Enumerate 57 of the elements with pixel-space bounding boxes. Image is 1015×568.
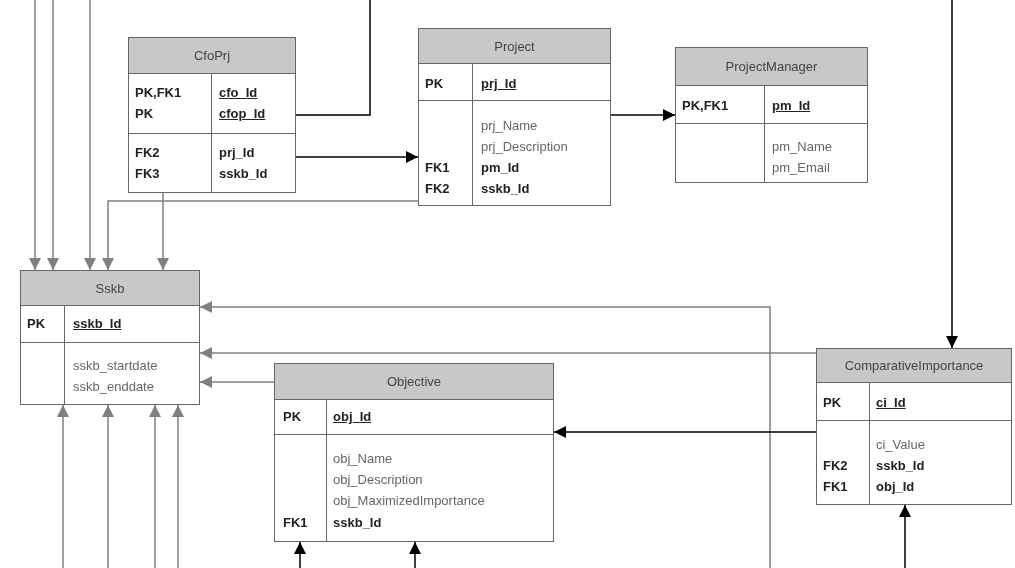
primary-key-field: cfo_Id cfop_Id bbox=[219, 82, 266, 124]
key-text: FK1 FK2 bbox=[425, 159, 450, 198]
key-text: pm_Id sskb_Id bbox=[481, 159, 530, 198]
attribute-fields: ci_Value bbox=[876, 434, 925, 455]
primary-key-field: ci_Id bbox=[876, 392, 906, 413]
arrow bbox=[553, 426, 817, 438]
key-text: PK,FK1 bbox=[682, 97, 729, 115]
primary-key-field: prj_Id bbox=[481, 73, 517, 94]
entity-table bbox=[128, 37, 296, 193]
primary-key-field: sskb_Id bbox=[73, 313, 122, 334]
table-name: Objective bbox=[386, 374, 442, 389]
arrow bbox=[29, 0, 41, 271]
arrow bbox=[610, 109, 676, 121]
arrow bbox=[409, 541, 421, 568]
table-name: CfoPrj bbox=[193, 48, 231, 63]
attribute-fields: obj_Name obj_Description obj_MaximizedImportance bbox=[333, 448, 485, 511]
table-name: Sskb bbox=[95, 280, 125, 296]
key-text: PK bbox=[425, 75, 444, 93]
entity-table bbox=[418, 28, 611, 206]
arrow bbox=[57, 404, 69, 568]
arrow bbox=[47, 0, 59, 271]
entity-table bbox=[274, 363, 554, 542]
arrow bbox=[102, 200, 419, 271]
table-name: ComparativeImportance bbox=[844, 358, 984, 373]
table-name: ProjectManager bbox=[725, 59, 818, 74]
entity-table bbox=[675, 47, 868, 183]
primary-key-field: pm_Id bbox=[772, 95, 811, 116]
key-text: FK2 FK1 bbox=[823, 457, 848, 496]
key-text: PK bbox=[823, 394, 842, 412]
entity-table bbox=[20, 270, 200, 405]
arrow bbox=[295, 151, 419, 163]
arrow bbox=[149, 404, 161, 568]
attribute-fields: sskb_startdate sskb_enddate bbox=[73, 355, 158, 397]
entity-table bbox=[816, 348, 1012, 505]
key-text: sskb_Id bbox=[333, 514, 382, 532]
arrow bbox=[199, 301, 771, 568]
arrow bbox=[172, 404, 184, 568]
arrow bbox=[294, 541, 306, 568]
arrow bbox=[946, 0, 958, 349]
key-text: PK bbox=[283, 408, 302, 426]
key-text: sskb_Id obj_Id bbox=[876, 457, 925, 496]
table-name: Project bbox=[494, 38, 535, 54]
arrow bbox=[199, 376, 275, 388]
key-text: FK1 bbox=[283, 514, 308, 532]
key-text: PK bbox=[27, 315, 46, 333]
arrow bbox=[102, 404, 114, 568]
arrow bbox=[157, 192, 169, 271]
arrow bbox=[84, 0, 96, 271]
key-text: FK2 FK3 bbox=[135, 144, 160, 183]
arrow bbox=[199, 347, 817, 359]
arrow bbox=[899, 504, 911, 568]
key-text: prj_Id sskb_Id bbox=[219, 144, 268, 183]
primary-key-field: obj_Id bbox=[333, 406, 372, 427]
attribute-fields: pm_Name pm_Email bbox=[772, 136, 832, 178]
key-text: PK,FK1 PK bbox=[135, 84, 182, 123]
connector-line bbox=[295, 0, 371, 116]
attribute-fields: prj_Name prj_Description bbox=[481, 115, 568, 157]
